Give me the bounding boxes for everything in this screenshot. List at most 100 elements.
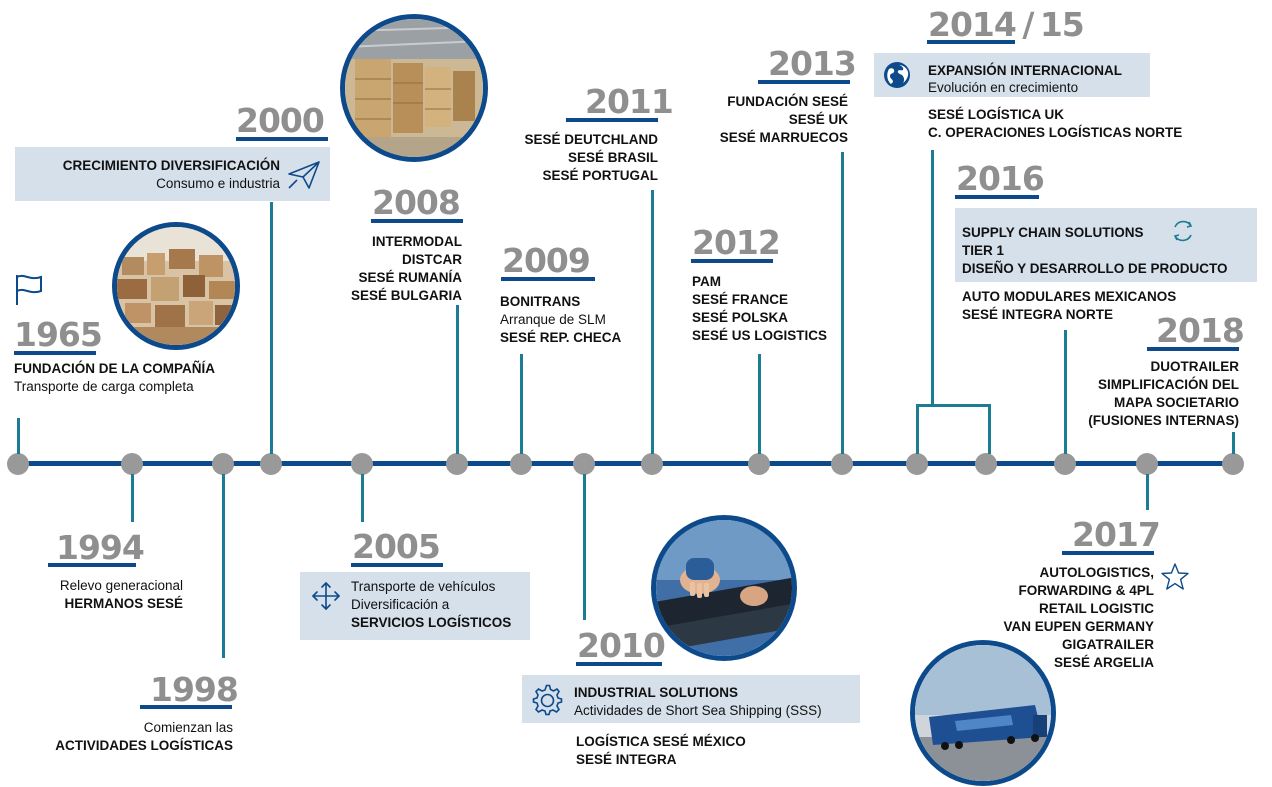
move-arrows-icon xyxy=(312,582,340,610)
event-item: SESÉ INTEGRA xyxy=(576,752,677,767)
event-item: FUNDACIÓN SESÉ xyxy=(727,94,848,109)
timeline-dot xyxy=(1136,453,1158,475)
year-1998: 1998 xyxy=(150,670,239,709)
connector-2014 xyxy=(931,150,934,405)
timeline-line xyxy=(18,461,1234,466)
globe-icon xyxy=(884,62,910,88)
event-item: TIER 1 xyxy=(962,243,1005,258)
event-item: SUPPLY CHAIN SOLUTIONS xyxy=(962,225,1144,240)
event-title: INDUSTRIAL SOLUTIONS xyxy=(574,685,739,700)
event-subtitle: Arranque de SLM xyxy=(500,312,606,327)
event-item: DUOTRAILER xyxy=(1150,359,1240,374)
event-item: ACTIVIDADES LOGÍSTICAS xyxy=(55,738,233,753)
connector-2008 xyxy=(456,305,459,454)
event-item: SESÉ DEUTCHLAND xyxy=(524,132,658,147)
event-item: BONITRANS xyxy=(500,294,581,309)
year-underline xyxy=(236,137,328,141)
year-2008: 2008 xyxy=(372,183,461,222)
event-item: PAM xyxy=(692,274,721,289)
event-item: SERVICIOS LOGÍSTICOS xyxy=(351,615,512,630)
connector-2005 xyxy=(361,474,364,522)
connector-2000 xyxy=(270,202,273,454)
event-title: EXPANSIÓN INTERNACIONAL xyxy=(928,63,1123,78)
event-subtitle: Relevo generacional xyxy=(59,578,183,593)
connector-2013 xyxy=(841,152,844,454)
event-item: SESÉ MARRUECOS xyxy=(719,130,848,145)
year-underline xyxy=(48,563,136,567)
event-item: FORWARDING & 4PL xyxy=(1018,583,1154,598)
year-2014: 2014 xyxy=(928,5,1017,44)
event-box-2000 xyxy=(15,147,330,201)
year-underline xyxy=(371,219,463,223)
event-item: SIMPLIFICACIÓN DEL xyxy=(1098,377,1239,392)
event-item: INTERMODAL xyxy=(372,234,462,249)
year-underline xyxy=(691,259,773,263)
flag-icon xyxy=(16,274,42,305)
event-item: SESÉ BULGARIA xyxy=(350,288,462,303)
year-separator: / xyxy=(1022,5,1034,44)
timeline-dot xyxy=(906,453,928,475)
year-2000: 2000 xyxy=(236,101,325,140)
event-item: SESÉ UK xyxy=(788,112,848,127)
event-item: AUTOLOGISTICS, xyxy=(1039,565,1154,580)
timeline-dot xyxy=(260,453,282,475)
event-item: C. OPERACIONES LOGÍSTICAS NORTE xyxy=(928,125,1183,140)
timeline-dot xyxy=(573,453,595,475)
year-2011: 2011 xyxy=(585,82,674,121)
refresh-icon xyxy=(1173,220,1193,242)
connector-2014-bracket xyxy=(916,404,991,407)
timeline-dot xyxy=(831,453,853,475)
year-2016: 2016 xyxy=(956,159,1045,198)
event-item: SESÉ BRASIL xyxy=(567,150,658,165)
event-item: MAPA SOCIETARIO xyxy=(1113,395,1239,410)
event-item: DISTCAR xyxy=(402,252,462,267)
event-item: SESÉ ARGELIA xyxy=(1053,655,1154,670)
year-underline xyxy=(927,40,1015,44)
timeline-dot xyxy=(1222,453,1244,475)
village-photo xyxy=(112,222,240,350)
connector-2018 xyxy=(1232,432,1235,454)
event-item: (FUSIONES INTERNAS) xyxy=(1088,413,1239,428)
event-box-2014 xyxy=(874,53,1150,97)
event-item: SESÉ REP. CHECA xyxy=(500,330,622,345)
event-item: VAN EUPEN GERMANY xyxy=(1003,619,1154,634)
warehouse-photo xyxy=(340,14,488,162)
event-box-2010 xyxy=(522,675,860,723)
event-box-2005 xyxy=(300,572,530,640)
connector-2010 xyxy=(583,474,586,620)
year-2005: 2005 xyxy=(352,527,441,566)
connector-2009 xyxy=(520,354,523,454)
event-box-2016 xyxy=(955,208,1257,282)
year-underline xyxy=(576,662,662,666)
timeline-dot xyxy=(446,453,468,475)
event-item: AUTO MODULARES MEXICANOS xyxy=(962,289,1177,304)
connector-1965 xyxy=(17,418,20,454)
event-item: SESÉ POLSKA xyxy=(692,310,789,325)
year-2013: 2013 xyxy=(768,44,857,83)
year-underline xyxy=(14,351,96,355)
event-subtitle: Evolución en crecimiento xyxy=(928,80,1079,95)
timeline-dot xyxy=(975,453,997,475)
connector-2017 xyxy=(1146,474,1149,510)
timeline-dot xyxy=(7,453,29,475)
year-1965: 1965 xyxy=(14,315,103,354)
year-1994: 1994 xyxy=(56,528,145,567)
year-2014-15: 2014 / 15 xyxy=(928,5,1085,44)
year-2010: 2010 xyxy=(577,626,666,665)
year-underline xyxy=(1062,551,1154,555)
event-subtitle: Diversificación a xyxy=(351,597,450,612)
year-underline xyxy=(758,80,850,84)
event-item: LOGÍSTICA SESÉ MÉXICO xyxy=(576,734,746,749)
event-item: GIGATRAILER xyxy=(1062,637,1154,652)
gear-icon xyxy=(532,684,563,716)
year-underline xyxy=(140,705,232,709)
year-2018: 2018 xyxy=(1156,311,1245,350)
timeline-dot xyxy=(748,453,770,475)
star-icon xyxy=(1161,563,1189,590)
year-underline xyxy=(955,195,1039,199)
timeline-dot xyxy=(641,453,663,475)
year-underline xyxy=(501,277,595,281)
event-subtitle: Actividades de Short Sea Shipping (SSS) xyxy=(574,703,822,718)
year-2009: 2009 xyxy=(502,241,591,280)
timeline-dot xyxy=(1054,453,1076,475)
